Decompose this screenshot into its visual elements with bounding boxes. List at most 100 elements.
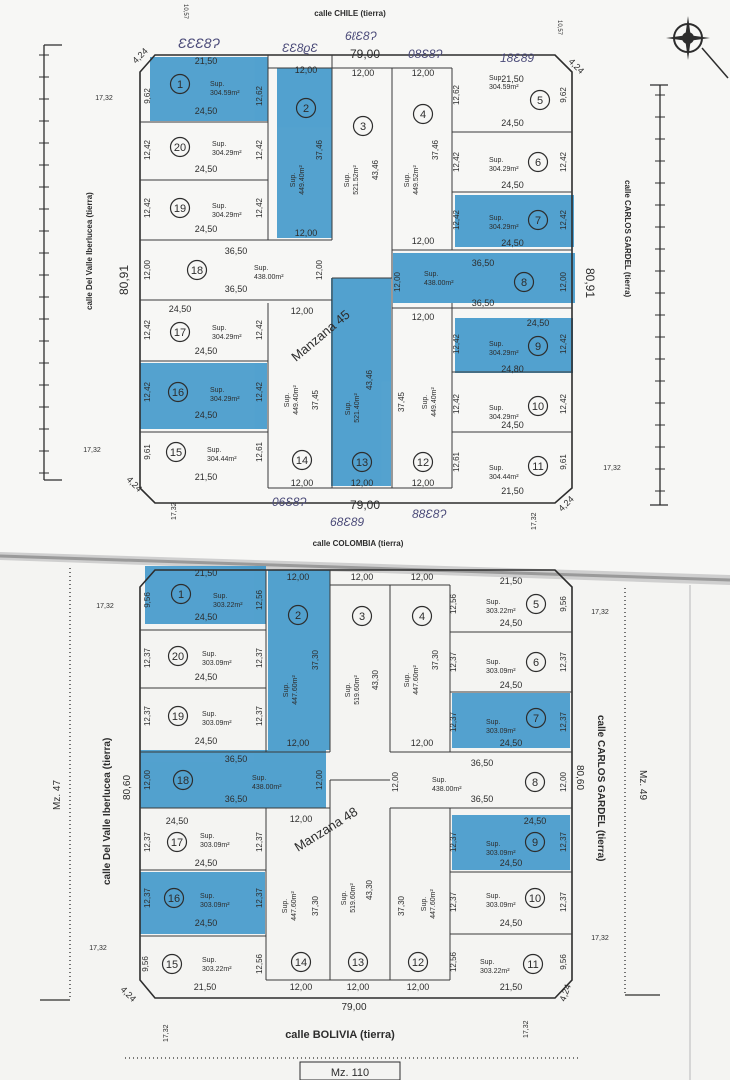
lot-number: 11 (527, 959, 538, 971)
lot-side-dim: 9,61 (143, 444, 152, 460)
lot-area: 438.00m² (432, 786, 462, 793)
lot-area: 304.29m² (210, 396, 240, 403)
lot-area-label: Sup. (486, 599, 500, 606)
lot-number: 8 (521, 277, 527, 289)
lot-back-dim: 12,00 (290, 982, 313, 992)
lot-side-dim: 12,00 (315, 769, 324, 790)
offset-dim: 17,32 (95, 95, 113, 102)
lot-area-label: Sup. (480, 959, 494, 966)
lot-area-label: Sup. (489, 341, 503, 348)
lot-number: 15 (166, 959, 178, 971)
lot-number: 16 (172, 387, 184, 399)
lot-back-dim: 24,50 (500, 618, 523, 628)
neighbor-block-left: Mz. 47 (52, 780, 63, 810)
lot-front-dim: 21,50 (500, 982, 523, 992)
lot-side-dim: 12,42 (559, 393, 568, 414)
lot-back-dim: 24,50 (501, 420, 524, 430)
lot-back-dim: 12,00 (412, 478, 435, 488)
lot-side-dim: 37,30 (311, 649, 320, 670)
lot-number-circle (169, 197, 191, 219)
lot-number-circle (347, 951, 369, 973)
block-width-top: 79,00 (350, 47, 380, 61)
lot-area-label: Sup. (341, 891, 348, 905)
lot-area-label: Sup. (284, 393, 291, 407)
lot-number: 3 (359, 611, 365, 623)
lot-area-label: Sup. (432, 777, 446, 784)
lot-side-dim: 37,46 (315, 139, 324, 160)
lot-number-circle (527, 395, 549, 417)
lot-area-label: Sup. (421, 897, 428, 911)
lot-number: 8 (532, 777, 538, 789)
lot-top-dim: 12,00 (412, 312, 435, 322)
lot-side-dim: 43,30 (365, 879, 374, 900)
lot-side-dim: 12,42 (143, 319, 152, 340)
lot-number-circle (525, 593, 547, 615)
lot-number: 14 (296, 455, 308, 467)
lot-back-dim: 24,50 (195, 918, 218, 928)
lot-front-dim: 36,50 (225, 754, 248, 764)
lot-area: 438.00m² (424, 280, 454, 287)
lot-area: 438.00m² (254, 274, 284, 281)
lot-area: 438.00m² (252, 784, 282, 791)
lot-side-dim: 43,46 (365, 369, 374, 390)
lot-side-dim: 12,37 (559, 711, 568, 732)
lot-area-label: Sup. (486, 893, 500, 900)
lot-side-dim: 9,56 (143, 592, 152, 608)
offset-dim: 17,32 (531, 512, 538, 530)
lot-area-label: Sup. (202, 957, 216, 964)
lot-number-circle (170, 583, 192, 605)
lot-top-dim: 12,00 (412, 68, 435, 78)
lot-number: 9 (532, 837, 538, 849)
handwritten-note: 08Ɛ8Ɂ (408, 47, 442, 61)
lot-back-dim: 24,50 (195, 224, 218, 234)
lot-area: 447.60m² (430, 889, 437, 919)
lot-number: 18 (177, 775, 189, 787)
lot-side-dim: 37,46 (431, 139, 440, 160)
lot-back-dim: 12,00 (411, 738, 434, 748)
lot-number-circle (412, 103, 434, 125)
lot-number-circle (167, 381, 189, 403)
offset-dim: 17,32 (523, 1020, 530, 1038)
